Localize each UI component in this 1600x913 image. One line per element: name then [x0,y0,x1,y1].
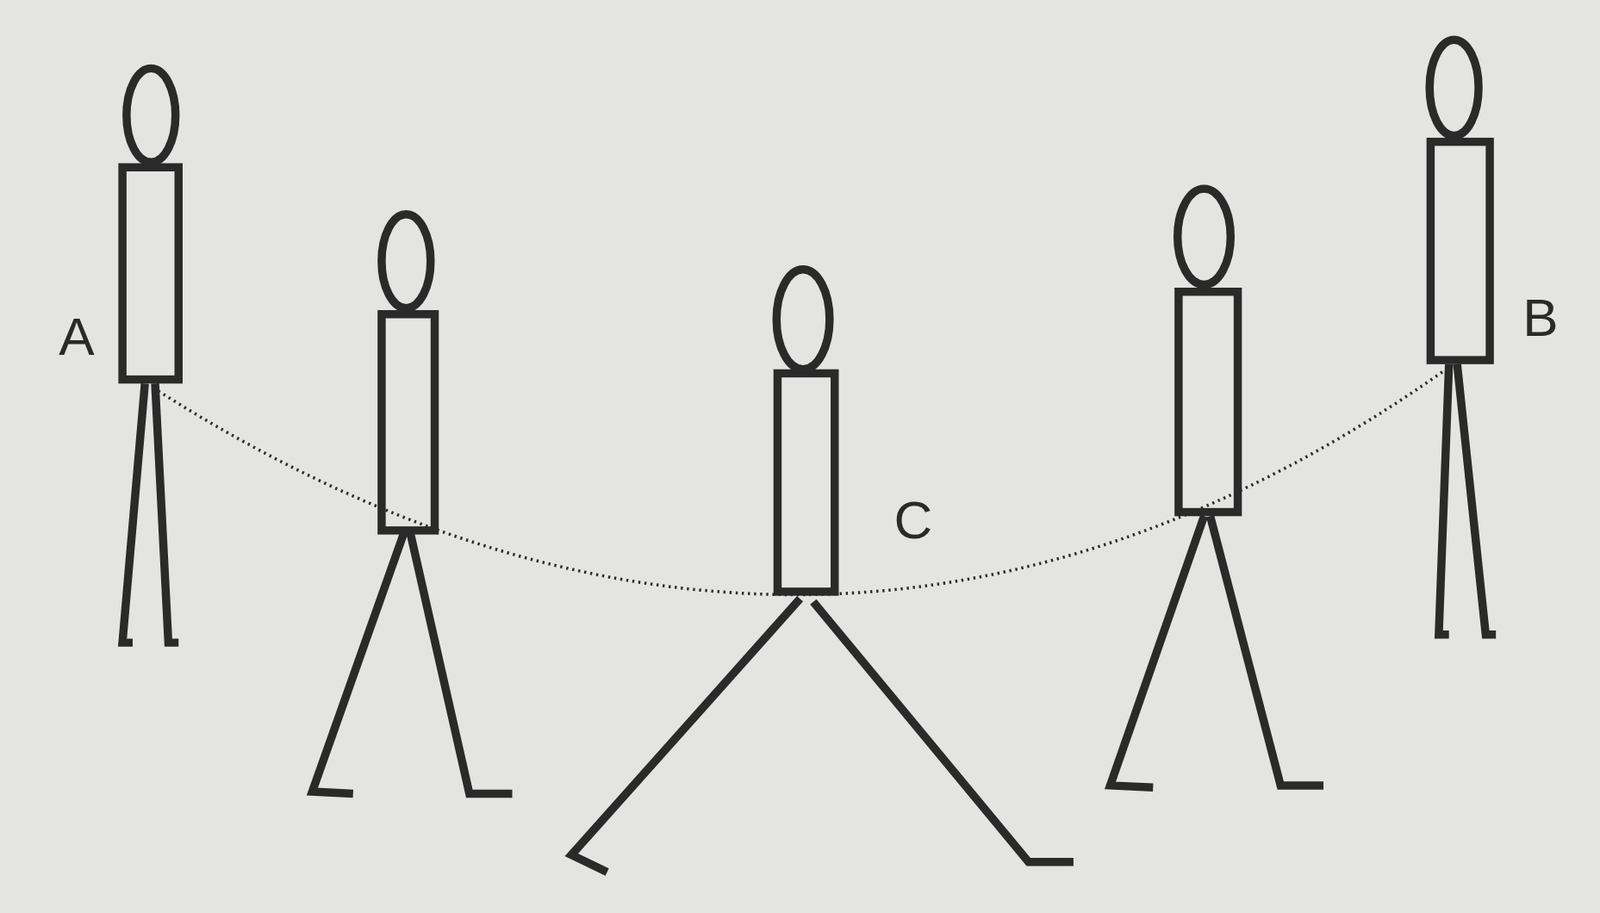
head [381,214,431,309]
figure-standing [1429,39,1496,635]
body [1430,142,1490,361]
point-label: B [1522,291,1558,345]
head [1429,39,1479,136]
figure-standing [122,68,179,643]
body [777,373,835,592]
legs [122,383,179,643]
figures [122,39,1496,872]
legs [571,598,1074,872]
point-label: C [894,493,934,548]
legs [1110,516,1325,788]
legs [1438,364,1496,636]
figure-wide-stride [571,269,1074,873]
body [381,314,436,531]
hip-path [153,367,1450,595]
point-label: A [58,310,94,364]
head [126,68,176,162]
head [1177,188,1232,285]
body [1178,292,1239,513]
head [776,269,830,370]
figure-walking [1110,188,1325,788]
body [122,167,179,380]
figure-walking [311,214,512,795]
legs [311,532,512,794]
